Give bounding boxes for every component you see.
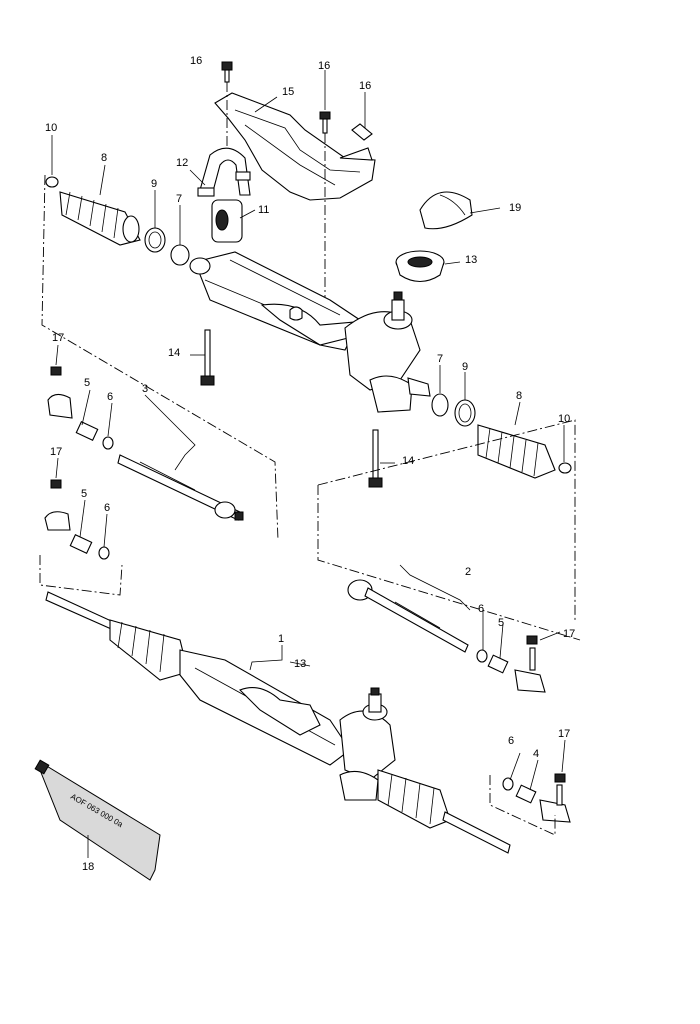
callout-10-b: 10: [558, 413, 570, 425]
callout-14-a: 14: [168, 347, 180, 359]
bolt-part-16-c: [351, 123, 373, 141]
callout-6-a: 6: [107, 391, 113, 403]
clip-part-10-right: [558, 462, 572, 474]
bolt-part-14-right: [368, 429, 383, 488]
callout-17-b: 17: [50, 446, 62, 458]
tie-rod-part-2: [347, 579, 469, 653]
ring-part-7-right: [431, 393, 449, 417]
callout-11: 11: [258, 204, 269, 216]
tie-rod-end-right: [476, 635, 546, 693]
callout-17-d: 17: [558, 728, 570, 740]
grease-tube-part-18: AOF 063 000 0a: [34, 759, 161, 881]
leader-lines: [51, 70, 566, 858]
rack-assembly-part-1: [45, 591, 511, 854]
callout-16-c: 16: [359, 80, 371, 92]
callout-12: 12: [176, 157, 188, 169]
clamp-part-12: [197, 147, 251, 197]
callout-labels: 10 8 12 9 7 16 15 16 16 11 19 13 14 7 9 …: [45, 55, 575, 873]
callout-6-b: 6: [104, 502, 110, 514]
callout-9-a: 9: [151, 178, 157, 190]
heat-shield-part-15: [214, 92, 376, 201]
callout-17-a: 17: [52, 332, 64, 344]
callout-2: 2: [465, 566, 471, 578]
callout-5-c: 5: [498, 617, 504, 629]
callout-15: 15: [282, 86, 294, 98]
bolt-part-16-b: [319, 111, 331, 134]
bolt-part-14-left: [200, 329, 215, 386]
rack-housing-upper: [189, 251, 431, 413]
clamp-part-9-right: [454, 399, 476, 427]
callout-10-a: 10: [45, 122, 57, 134]
callout-14-b: 14: [402, 455, 414, 467]
tie-rod-end-part-4: [502, 773, 571, 823]
callout-5-a: 5: [84, 377, 90, 389]
callout-3: 3: [142, 383, 148, 395]
callout-6-d: 6: [508, 735, 514, 747]
callout-19: 19: [509, 202, 521, 214]
mount-part-13: [395, 250, 445, 283]
boot-part-8-upper: [59, 191, 141, 246]
callout-16-a: 16: [190, 55, 202, 67]
callout-6-c: 6: [478, 603, 484, 615]
bolt-part-16-a: [221, 61, 233, 83]
callout-7-b: 7: [437, 353, 443, 365]
tie-rod-end-upper-left: [47, 366, 114, 450]
callout-13-a: 13: [465, 254, 477, 266]
callout-17-c: 17: [563, 628, 575, 640]
callout-4: 4: [533, 748, 539, 760]
callout-18: 18: [82, 861, 94, 873]
tie-rod-end-mid-left: [44, 479, 110, 560]
ring-part-7-upper: [170, 244, 190, 266]
bushing-part-11: [211, 199, 243, 243]
callout-8-b: 8: [516, 390, 522, 402]
callout-5-b: 5: [81, 488, 87, 500]
callout-16-b: 16: [318, 60, 330, 72]
clip-part-10-upper: [45, 176, 59, 188]
callout-8-a: 8: [101, 152, 107, 164]
callout-7-a: 7: [176, 193, 182, 205]
callout-13-b: 13: [294, 658, 306, 670]
cap-part-19: [419, 191, 473, 230]
callout-9-b: 9: [462, 361, 468, 373]
clamp-part-9-upper: [144, 227, 166, 253]
tie-rod-part-3: [117, 454, 244, 521]
callout-1: 1: [278, 633, 284, 645]
boot-part-8-right: [477, 424, 556, 479]
